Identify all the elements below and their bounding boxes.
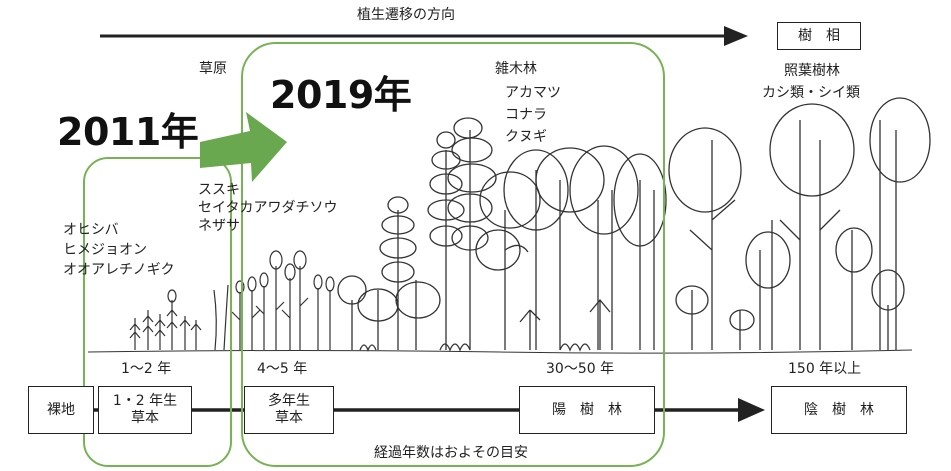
duration-annual: 1〜2 年 (121, 361, 172, 377)
year-2011-label: 2011年 (57, 110, 199, 154)
species-item: クヌギ (505, 129, 547, 145)
species-item: コナラ (505, 107, 547, 123)
species-item: ヒメジョオン (63, 242, 147, 258)
stage-shade-forest: 陰 樹 林 (771, 386, 907, 434)
species-item: ススキ (198, 182, 240, 198)
forest-type-header: 樹 相 (777, 22, 861, 50)
species-item: ネザサ (198, 218, 240, 234)
stage-annual-herbs: 1・2 年生 草本 (98, 386, 192, 434)
stage-annual-line1: 1・2 年生 (112, 393, 178, 409)
ground-line (87, 349, 913, 354)
stage-perennial-line1: 多年生 (268, 393, 310, 409)
pioneer-species: オヒシバ ヒメジョオン オオアレチノギク (63, 220, 175, 280)
duration-shade-forest: 150 年以上 (788, 361, 862, 377)
stage-perennial-herbs: 多年生 草本 (244, 386, 334, 434)
year-2019-label: 2019年 (270, 73, 412, 117)
stage-annual-line2: 草本 (131, 410, 159, 426)
mixed-forest-label: 雑木林 (495, 61, 537, 77)
grass-species: ススキ セイタカアワダチソウ ネザサ (198, 181, 337, 235)
stage-bare-ground: 裸地 (28, 386, 94, 434)
mixed-forest-trees (337, 117, 667, 352)
stage-perennial-line2: 草本 (275, 410, 303, 426)
stage-sun-forest-text: 陽 樹 林 (552, 401, 622, 418)
evergreen-species-label: カシ類・シイ類 (762, 85, 860, 101)
progress-arrow (200, 112, 287, 182)
evergreen-forest-label: 照葉樹林 (784, 63, 840, 79)
succession-direction-label: 植生遷移の方向 (357, 7, 455, 23)
stage-bare-ground-text: 裸地 (47, 401, 75, 418)
species-item: アカマツ (505, 85, 561, 101)
stage-shade-forest-text: 陰 樹 林 (804, 401, 874, 418)
duration-perennial: 4〜5 年 (257, 361, 308, 377)
species-item: オヒシバ (63, 222, 119, 238)
mixed-forest-species: アカマツ コナラ クヌギ (505, 82, 561, 148)
footer-note: 経過年数はおよその目安 (374, 445, 528, 461)
highlight-2011 (83, 157, 232, 467)
highlight-2019 (241, 42, 665, 467)
species-item: オオアレチノギク (63, 262, 175, 278)
evergreen-trees (668, 97, 931, 350)
stage-sun-forest: 陽 樹 林 (519, 386, 655, 434)
forest-type-header-text: 樹 相 (798, 27, 840, 44)
duration-sun-forest: 30〜50 年 (546, 361, 615, 377)
pioneer-plants (129, 289, 202, 350)
succession-direction-arrowhead (724, 26, 748, 46)
grass-plants (213, 250, 335, 351)
timeline-arrowhead (738, 398, 765, 422)
species-item: セイタカアワダチソウ (198, 200, 338, 216)
grassland-label: 草原 (199, 61, 227, 77)
